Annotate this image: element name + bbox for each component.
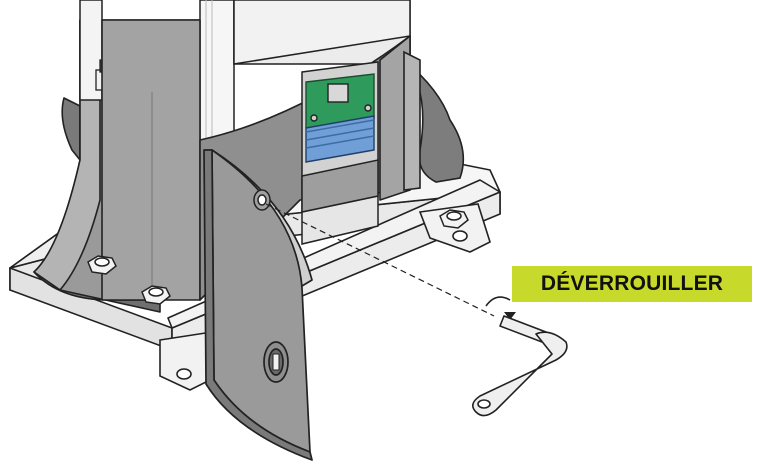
casing-right-flange [403,50,465,191]
unlock-label-background [512,266,752,302]
unlock-label: DÉVERROUILLER [540,272,724,295]
bracket-hole [452,230,468,242]
key-ring-hole [477,399,491,409]
column-upper [79,0,411,141]
terminal-block [305,115,375,163]
casing-keyhole [253,189,271,211]
access-door [203,149,313,461]
clockwise-arrow-icon [485,296,516,320]
board-connector [327,83,349,103]
door-lock-slot [263,341,289,383]
key-guide-line [265,203,495,317]
bracket-hole [176,368,192,380]
base-bracket-front [159,331,215,391]
base-bolts [87,209,469,305]
unlock-key-icon [472,315,568,417]
